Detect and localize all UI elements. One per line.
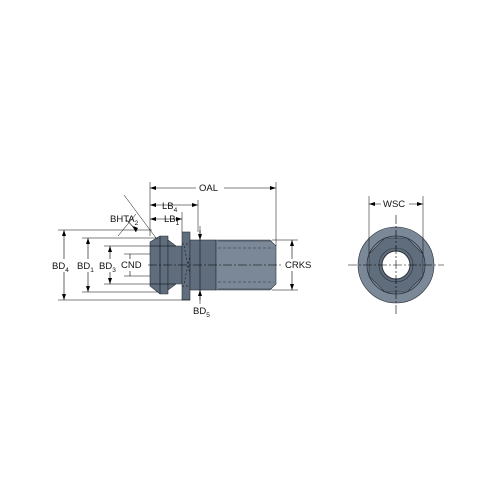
wsc-arrow-right [417, 202, 423, 206]
bhta2-leader-1 [123, 194, 157, 239]
lb1-arrow-left [150, 217, 156, 221]
bd1-label-bg [75, 259, 101, 272]
lb4-arrow-right [192, 203, 198, 207]
bd4-arrow-bottom [62, 294, 66, 300]
bd5-label: BD5 [193, 306, 210, 319]
bhta2-leader-2 [117, 213, 137, 237]
thread-lines [218, 240, 274, 290]
bd1-arrow-bottom [86, 286, 90, 292]
oal-arrow-right [270, 186, 276, 190]
bd4-label-bg [50, 259, 76, 272]
cnd-label: CND [121, 260, 142, 271]
bd1-arrow-top [86, 238, 90, 244]
lb1-arrow-right [176, 217, 182, 221]
bd1-label: BD1 [77, 261, 94, 274]
lb4-arrow-left [150, 203, 156, 207]
lb4-label: LB4 [162, 201, 178, 214]
side-view: OAL LB4 LB1 BHTA2 BD4 BD1 [50, 182, 317, 319]
bd5-arrow-bottom [198, 290, 202, 296]
bd3-label: BD3 [99, 261, 116, 274]
oal-label: OAL [199, 183, 218, 194]
crks-label: CRKS [285, 260, 311, 271]
wsc-label: WSC [383, 199, 405, 210]
oal-label-bg [196, 182, 224, 194]
wsc-label-bg [381, 198, 409, 210]
bd4-arrow-top [62, 230, 66, 236]
wsc-arrow-left [369, 202, 375, 206]
lb1-label: LB1 [164, 214, 180, 227]
bd3-label-bg [98, 259, 122, 272]
bd3-arrow-top [108, 246, 112, 252]
crks-arrow-bottom [290, 284, 294, 290]
bhta2-arrow [133, 226, 138, 232]
end-view: WSC [348, 196, 444, 315]
bhta2-arc [125, 219, 137, 233]
hidden-diag-2 [183, 245, 193, 285]
bd5-arrow-top [198, 234, 202, 240]
crks-label-bg [283, 259, 317, 271]
crks-arrow-top [290, 240, 294, 246]
bhta2-label: BHTA2 [110, 214, 139, 227]
oal-arrow-left [150, 186, 156, 190]
cnd-label-bg [120, 259, 146, 271]
bd4-label: BD4 [52, 261, 69, 274]
bd3-arrow-bottom [108, 278, 112, 284]
stud-flange [181, 231, 191, 301]
